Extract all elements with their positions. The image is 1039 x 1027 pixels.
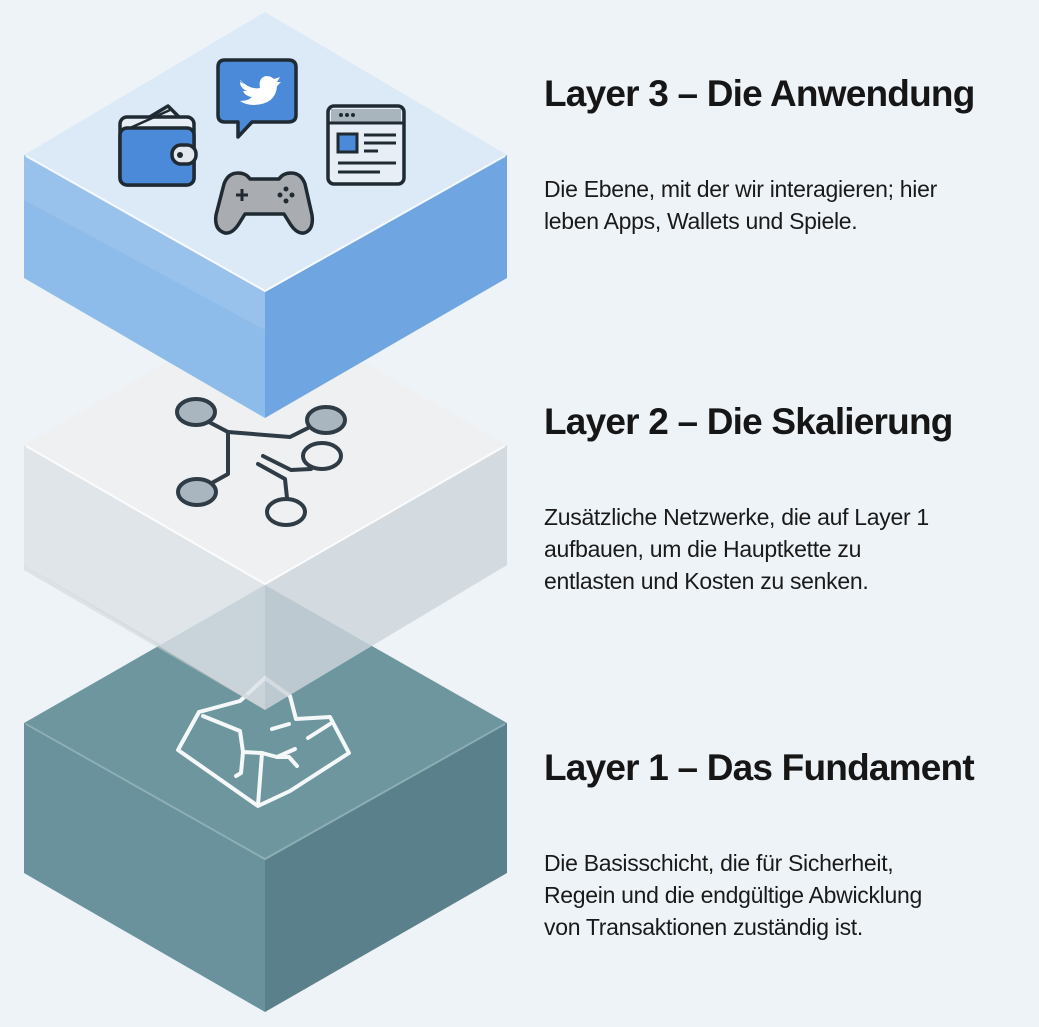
browser-window-icon: [326, 104, 406, 186]
layer-2-description-line: entlasten und Kosten zu senken.: [544, 568, 869, 594]
layer-1-description-line: Die Basisschicht, die für Sicherheit,: [544, 850, 894, 876]
layer-2-description-line: Zusätzliche Netzwerke, die auf Layer 1: [544, 504, 929, 530]
layer-3-right-face: [265, 155, 507, 418]
layer-2-description-line: aufbauen, um die Hauptkette zu: [544, 536, 862, 562]
layer-1-left-face: [24, 723, 265, 1012]
layer-2-description: Zusätzliche Netzwerke, die auf Layer 1 a…: [544, 501, 1034, 597]
layer-2-text: Layer 2 – Die Skalierung Zusätzliche Net…: [544, 400, 1034, 597]
layer-2-left-face: [24, 445, 265, 710]
layer-3-title: Layer 3 – Die Anwendung: [544, 73, 975, 114]
layer-2-title: Layer 2 – Die Skalierung: [544, 401, 953, 442]
layer-2-right-face: [265, 445, 507, 710]
layer-1-description: Die Basisschicht, die für Sicherheit, Re…: [544, 847, 1034, 943]
layer-3-description: Die Ebene, mit der wir interagieren; hie…: [544, 173, 1034, 237]
network-nodes-icon: [175, 397, 347, 527]
layer-1-description-line: Regein und die endgültige Abwicklung: [544, 882, 922, 908]
layer-1-cube: [24, 585, 507, 1012]
layer-3-text: Layer 3 – Die Anwendung Die Ebene, mit d…: [544, 72, 1034, 237]
twitter-bird-chat-icon: [216, 58, 298, 139]
layer-stack-illustration: [24, 12, 507, 1012]
layer-1-title: Layer 1 – Das Fundament: [544, 747, 975, 788]
layer-2-cube: [24, 305, 507, 710]
wallet-icon: [118, 104, 198, 187]
layer-3-cube: [24, 12, 507, 418]
layer-1-right-face: [265, 723, 507, 1012]
layer-3-description-line: leben Apps, Wallets und Spiele.: [544, 208, 858, 234]
layer-3-description-line: Die Ebene, mit der wir interagieren; hie…: [544, 176, 937, 202]
layer-3-left-face: [24, 155, 265, 418]
layer-1-text: Layer 1 – Das Fundament Die Basisschicht…: [544, 746, 1034, 943]
layer-1-description-line: von Transaktionen zuständig ist.: [544, 914, 863, 940]
gamepad-icon: [213, 171, 315, 235]
